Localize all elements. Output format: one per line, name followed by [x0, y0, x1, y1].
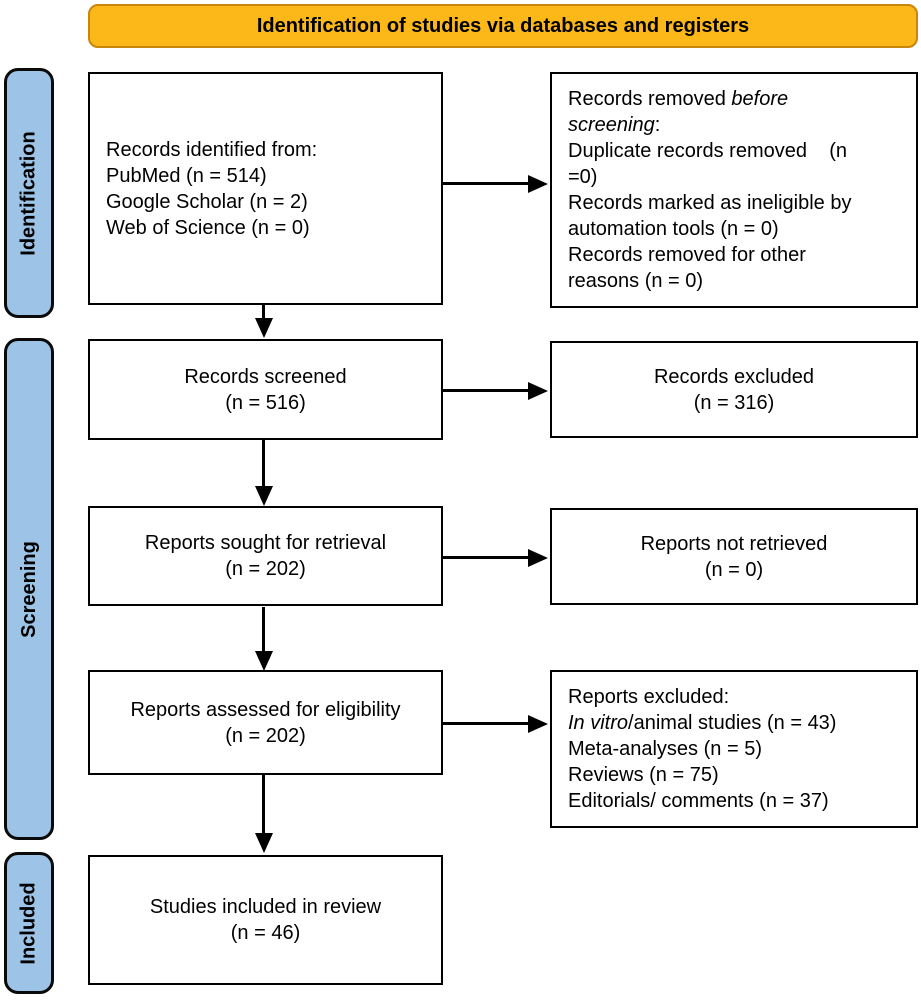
- box-text-line: automation tools (n = 0): [568, 218, 779, 240]
- box-records-screened: Records screened (n = 516): [88, 339, 443, 440]
- box-text-line: Records excluded: [653, 365, 815, 388]
- box-text-line: reasons (n = 0): [568, 270, 704, 292]
- arrow-assessed-to-excluded: [443, 722, 528, 725]
- box-text-line: Reports sought for retrieval: [144, 532, 387, 554]
- box-text-line: Duplicate records removed (n: [568, 140, 848, 162]
- box-studies-included: Studies included in review (n = 46): [88, 855, 443, 985]
- box-text-line: In vitro/animal studies (n = 43): [568, 712, 837, 734]
- box-text-line: Reports excluded:: [568, 686, 730, 708]
- stage-label-included-text: Included: [17, 881, 40, 965]
- box-text-line: Records removed before: [568, 88, 789, 110]
- stage-label-identification-text: Identification: [17, 130, 40, 256]
- arrow-identified-to-screened: [262, 305, 265, 318]
- arrow-screened-to-excluded: [443, 389, 528, 392]
- box-reports-assessed: Reports assessed for eligibility (n = 202…: [88, 670, 443, 775]
- box-text-line: (n = 516): [225, 391, 306, 414]
- stage-label-screening-text: Screening: [17, 540, 40, 638]
- box-text-line: (n = 202): [225, 558, 306, 580]
- box-reports-sought: Reports sought for retrieval (n = 202): [88, 506, 443, 606]
- box-records-identified: Records identified from: PubMed (n = 514)…: [88, 72, 443, 305]
- box-records-removed: Records removed before screening: Duplicat…: [550, 72, 918, 308]
- box-text-line: (n = 46): [230, 922, 301, 944]
- box-reports-not-retrieved: Reports not retrieved (n = 0): [550, 508, 918, 605]
- box-text-line: Studies included in review: [149, 896, 382, 918]
- box-text-line: Records identified from:: [106, 138, 318, 161]
- box-text-line: Reports assessed for eligibility: [130, 698, 401, 721]
- box-text-line: PubMed (n = 514): [106, 164, 267, 187]
- arrow-sought-to-not-retrieved: [443, 556, 528, 559]
- arrow-sought-to-assessed: [262, 607, 265, 651]
- stage-label-screening: Screening: [4, 338, 54, 840]
- box-text-line: Reviews (n = 75): [568, 764, 719, 786]
- box-records-excluded: Records excluded (n = 316): [550, 341, 918, 438]
- box-text-line: Records marked as ineligible by: [568, 192, 852, 214]
- box-text-line: Records screened: [184, 365, 347, 388]
- box-reports-excluded: Reports excluded: In vitro/animal studies…: [550, 670, 918, 828]
- box-text-line: (n = 316): [693, 391, 775, 414]
- box-text-line: Web of Science (n = 0): [106, 216, 310, 239]
- arrow-assessed-to-included: [262, 775, 265, 833]
- box-text-line: =0): [568, 166, 598, 188]
- arrow-screened-to-sought: [262, 440, 265, 486]
- stage-label-identification: Identification: [4, 68, 54, 318]
- box-text-line: Records removed for other: [568, 244, 806, 266]
- box-text-line: (n = 202): [225, 724, 306, 747]
- stage-label-included: Included: [4, 852, 54, 994]
- arrow-identified-to-removed: [443, 182, 528, 185]
- box-text-line: Reports not retrieved: [640, 532, 828, 555]
- box-text-line: Meta-analyses (n = 5): [568, 738, 762, 760]
- box-text-line: Google Scholar (n = 2): [106, 190, 308, 213]
- box-text-line: (n = 0): [704, 558, 764, 581]
- box-text-line: screening:: [568, 114, 661, 136]
- box-text-line: Editorials/ comments (n = 37): [568, 790, 829, 812]
- header-banner: Identification of studies via databases …: [88, 4, 918, 48]
- header-title: Identification of studies via databases …: [256, 14, 750, 37]
